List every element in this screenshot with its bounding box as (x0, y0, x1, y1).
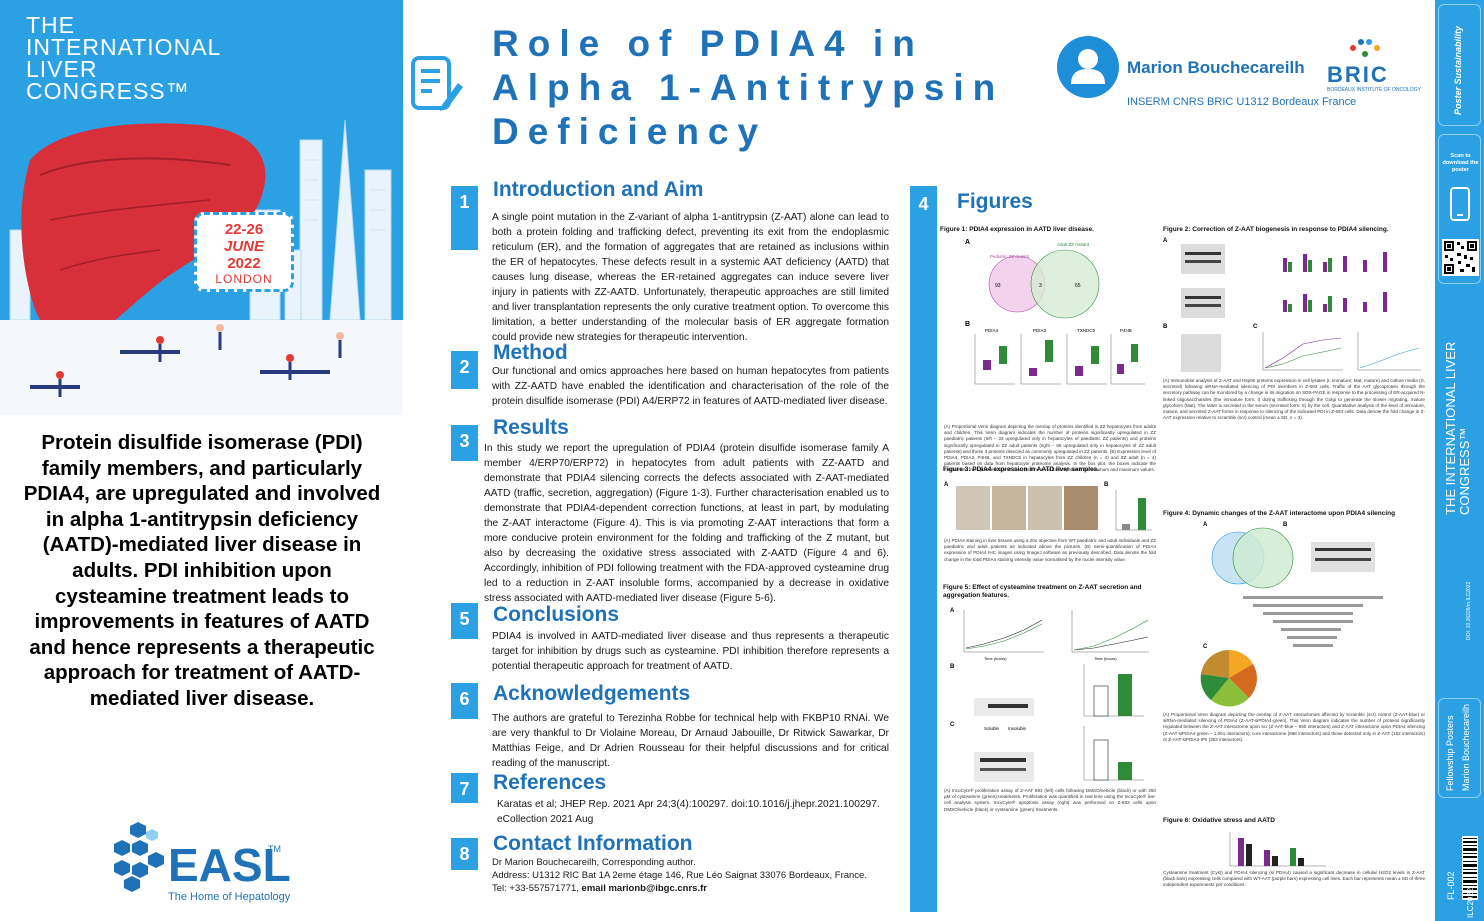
key-message: Protein disulfide isomerase (PDI) family… (23, 431, 381, 710)
section-title-contact: Contact Information (493, 832, 693, 855)
figure-5-panels: A Time (hours) Time (hours) B C Soluble … (950, 608, 1149, 782)
svg-text:A: A (1203, 522, 1208, 528)
svg-text:A: A (944, 482, 949, 488)
author-name: Marion Bouchecareilh (1127, 58, 1305, 77)
figure-1-panels: A 93 3 65 Pediatric ZZ mutant Adult ZZ m… (965, 239, 1145, 385)
svg-text:B: B (950, 664, 955, 670)
section-body-results: In this study we report the upregulation… (484, 443, 889, 604)
svg-text:C: C (1203, 644, 1208, 650)
figure-2-legend: (A) Immunoblot analysis of Z-AAT and Hsp… (1163, 378, 1425, 421)
section-number: 1 (451, 186, 478, 250)
section-number: 3 (451, 425, 478, 461)
section-title-acknowledgements: Acknowledgements (493, 682, 691, 705)
venn-left-count: 93 (995, 283, 1001, 289)
soluble-label: Soluble (984, 726, 1000, 731)
figure-3-legend: (A) PDIA4 staining in liver tissues usin… (944, 538, 1156, 562)
barcode (1462, 836, 1478, 900)
adult-label: Adult ZZ mutant (1057, 242, 1090, 247)
author-avatar (1057, 36, 1119, 98)
poster-title: Role of PDIA4 in Alpha 1-Antitrypsin Def… (492, 23, 1005, 152)
poster-code: FL-002 (1446, 871, 1456, 900)
axis-label: Time (hours) (1094, 656, 1117, 661)
svg-text:B: B (1104, 482, 1109, 488)
svg-text:C: C (1253, 324, 1258, 330)
section-title-introduction: Introduction and Aim (493, 178, 704, 201)
gene-label: P4HB (1120, 328, 1132, 333)
congress-banner: THE INTERNATIONAL LIVER CONGRESS™ (0, 0, 403, 415)
document-edit-icon (411, 56, 463, 111)
section-title-figures: Figures (957, 190, 1033, 213)
contact-email[interactable]: email marionb@ibgc.cnrs.fr (581, 883, 707, 894)
section-title-conclusions: Conclusions (493, 603, 620, 626)
doi-label: DOI: 10.26226/m.ILC2022 (1466, 581, 1472, 640)
user-icon (1071, 49, 1105, 84)
figure-6-legend: Cysteamine treatment (Cyst) and PDIA4 si… (1163, 870, 1426, 888)
svg-text:C: C (950, 722, 955, 728)
svg-text:A: A (965, 239, 970, 246)
figure-6-caption: Figure 6: Oxidative stress and AATD (1163, 817, 1275, 824)
section-number: 5 (451, 603, 478, 639)
bric-figures-icon (1350, 39, 1380, 57)
section-body-conclusions: PDIA4 is involved in AATD-mediated liver… (492, 631, 889, 672)
section-number: 2 (451, 351, 478, 389)
svg-text:B: B (1283, 522, 1288, 528)
axis-label: Time (hours) (984, 656, 1007, 661)
side-congress-name: THE INTERNATIONAL LIVER CONGRESS™ (1443, 341, 1472, 515)
venn-right-count: 65 (1075, 283, 1081, 289)
svg-text:B: B (965, 321, 970, 328)
figure-2-caption: Figure 2: Correction of Z-AAT biogenesis… (1163, 226, 1389, 233)
figure-3-caption: Figure 3: PDIA4 expression in AATD liver… (943, 466, 1100, 473)
section-number: 8 (451, 838, 478, 870)
gene-label: TXNDC5 (1077, 328, 1095, 333)
figure-4-caption: Figure 4: Dynamic changes of the Z-AAT i… (1163, 510, 1396, 517)
easl-logo: EASL TM The Home of Hepatology (110, 818, 310, 908)
section-number: 6 (451, 683, 478, 719)
insoluble-label: Insoluble (1008, 726, 1027, 731)
figure-5-legend: (A) IncuCyte® proliferation assay of Z-A… (944, 788, 1156, 812)
figure-1-caption: Figure 1: PDIA4 expression in AATD liver… (940, 226, 1094, 233)
easl-hexagon-icon (114, 822, 164, 892)
date-badge: 22-26 JUNE 2022 LONDON (194, 212, 294, 292)
figure-5-caption: Figure 5: Effect of cysteamine treatment… (943, 584, 1142, 599)
section-number: 4 (910, 186, 937, 912)
smartphone-icon (1450, 187, 1470, 221)
download-box[interactable]: Scan to download the poster (1438, 134, 1481, 284)
svg-text:B: B (1163, 324, 1168, 330)
svg-text:A: A (1163, 238, 1168, 244)
figure-4-panels: A B C (1200, 522, 1383, 707)
venn-center-count: 3 (1039, 283, 1042, 289)
section-title-results: Results (493, 416, 569, 439)
section-body-contact: Dr Marion Bouchecareilh, Corresponding a… (492, 857, 867, 894)
figure-2-panels: A B C (1163, 238, 1421, 372)
section-body-introduction: A single point mutation in the Z-variant… (492, 212, 889, 343)
sustainability-badge: Poster Sustainability (1438, 4, 1481, 126)
section-body-method: Our functional and omics approaches here… (492, 366, 889, 407)
bric-logo: BRIC BORDEAUX INSTITUTE OF ONCOLOGY (1325, 36, 1421, 96)
figure-6-chart (1229, 832, 1326, 867)
figure-1-legend: (A) Proportional Venn diagram depicting … (944, 424, 1156, 473)
category-box: Fellowship Posters Marion Bouchecareilh (1438, 698, 1481, 798)
section-title-method: Method (493, 341, 568, 364)
qr-code[interactable] (1442, 239, 1479, 276)
ilc-label: ILC2022 (1466, 887, 1475, 918)
author-affiliation: INSERM CNRS BRIC U1312 Bordeaux France (1127, 96, 1357, 108)
svg-text:A: A (950, 608, 955, 614)
section-number: 7 (451, 773, 478, 803)
figure-3-panels: A B (944, 482, 1152, 531)
section-body-acknowledgements: The authors are grateful to Terezinha Ro… (492, 713, 889, 769)
figure-4-legend: (A) Proportional Venn diagram depicting … (1163, 712, 1425, 742)
congress-name: THE INTERNATIONAL LIVER CONGRESS™ (26, 12, 222, 104)
gene-label: PDIA3 (1033, 328, 1047, 333)
section-title-references: References (493, 771, 607, 794)
section-body-references: Karatas et al; JHEP Rep. 2021 Apr 24;3(4… (497, 799, 880, 825)
pediatric-label: Pediatric ZZ mutant (990, 254, 1030, 259)
gene-label: PDIA4 (985, 328, 999, 333)
